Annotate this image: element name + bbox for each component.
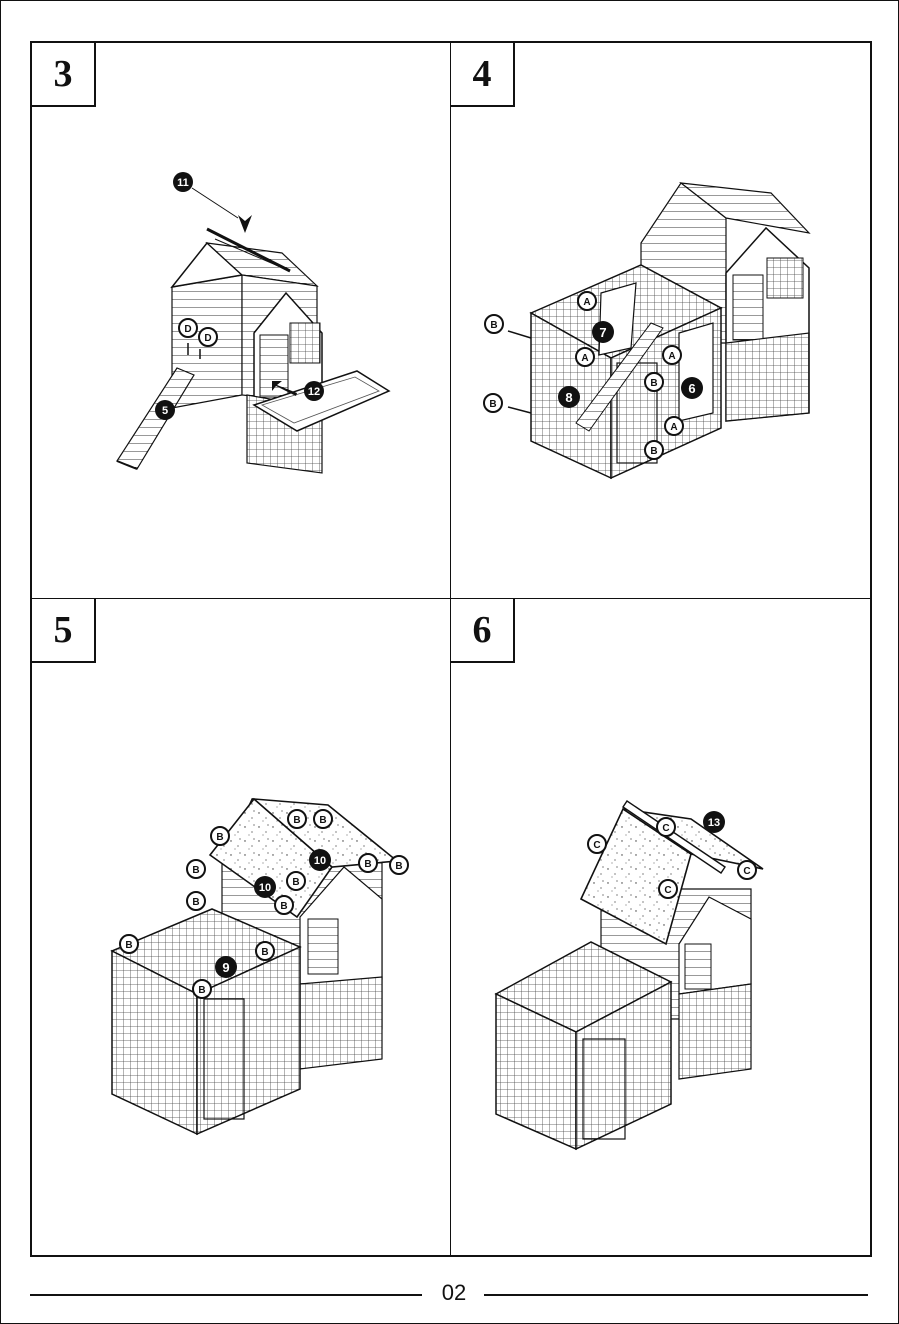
svg-text:13: 13 [708, 817, 720, 829]
svg-text:10: 10 [314, 855, 326, 867]
page-number: 02 [424, 1280, 484, 1306]
svg-text:D: D [204, 333, 211, 344]
callout-part-8: 8 [558, 386, 580, 408]
step-5-panel: 5 B B B B B B B B B B B [32, 599, 451, 1255]
callout-screw-b-11: B [256, 942, 274, 960]
callout-part-5: 5 [155, 400, 175, 420]
callout-part-12: 12 [304, 381, 324, 401]
callout-screw-b-4: B [187, 860, 205, 878]
callout-screw-b-9: B [275, 896, 293, 914]
callout-screw-b-12: B [193, 980, 211, 998]
callout-screw-d-1: D [179, 319, 197, 337]
callout-part-7: 7 [592, 321, 614, 343]
step-6-panel: 6 C C C C 13 [451, 599, 870, 1255]
footer-rule-left [30, 1294, 422, 1296]
callout-screw-b-10: B [120, 935, 138, 953]
footer-rule-right [484, 1294, 868, 1296]
callout-screw-b-6: B [390, 856, 408, 874]
svg-text:B: B [198, 985, 205, 996]
svg-text:B: B [292, 877, 299, 888]
callout-screw-b-2: B [484, 394, 502, 412]
callout-part-6: 6 [681, 377, 703, 399]
svg-text:A: A [670, 422, 677, 433]
callout-screw-b-7: B [287, 872, 305, 890]
step-4-illustration: A A A A B B B B 7 8 6 [451, 43, 870, 599]
step-6-illustration: C C C C 13 [451, 599, 870, 1255]
svg-text:B: B [280, 901, 287, 912]
callout-screw-b-3: B [314, 810, 332, 828]
callout-screw-b-8: B [187, 892, 205, 910]
svg-text:B: B [192, 897, 199, 908]
svg-text:B: B [650, 446, 657, 457]
svg-text:B: B [489, 399, 496, 410]
callout-screw-b-1: B [485, 315, 503, 333]
svg-text:B: B [490, 320, 497, 331]
callout-screw-c-1: C [588, 835, 606, 853]
svg-text:A: A [583, 297, 590, 308]
callout-screw-d-2: D [199, 328, 217, 346]
svg-text:C: C [662, 823, 669, 834]
callout-part-9: 9 [215, 956, 237, 978]
callout-screw-c-4: C [659, 880, 677, 898]
step-4-panel: 4 A A A A B [451, 43, 870, 599]
callout-part-11: 11 [173, 172, 193, 192]
svg-text:6: 6 [688, 381, 695, 396]
svg-text:B: B [395, 861, 402, 872]
svg-text:B: B [125, 940, 132, 951]
step-3-panel: 3 [32, 43, 451, 599]
svg-text:D: D [184, 324, 191, 335]
callout-part-13: 13 [703, 811, 725, 833]
svg-text:B: B [216, 832, 223, 843]
svg-text:8: 8 [565, 390, 572, 405]
svg-text:5: 5 [162, 405, 168, 417]
callout-screw-b-3: B [645, 373, 663, 391]
callout-screw-c-2: C [657, 818, 675, 836]
svg-text:C: C [664, 885, 671, 896]
svg-text:B: B [192, 865, 199, 876]
svg-text:B: B [319, 815, 326, 826]
callout-screw-a-4: A [665, 417, 683, 435]
svg-text:A: A [668, 351, 675, 362]
callout-screw-a-1: A [578, 292, 596, 310]
callout-screw-b-5: B [359, 854, 377, 872]
svg-text:B: B [293, 815, 300, 826]
callout-screw-b-2: B [288, 810, 306, 828]
svg-text:B: B [364, 859, 371, 870]
svg-text:A: A [581, 353, 588, 364]
svg-text:7: 7 [599, 325, 606, 340]
svg-text:12: 12 [308, 386, 320, 398]
callout-screw-a-3: A [663, 346, 681, 364]
svg-text:9: 9 [222, 960, 229, 975]
callout-part-10-a: 10 [309, 849, 331, 871]
step-5-illustration: B B B B B B B B B B B B 10 10 9 [32, 599, 451, 1255]
callout-screw-b-4: B [645, 441, 663, 459]
svg-text:C: C [593, 840, 600, 851]
svg-text:B: B [650, 378, 657, 389]
instruction-grid: 3 [30, 41, 872, 1257]
callout-screw-a-2: A [576, 348, 594, 366]
callout-screw-c-3: C [738, 861, 756, 879]
svg-text:11: 11 [177, 177, 189, 189]
svg-text:C: C [743, 866, 750, 877]
step-3-illustration: 11 5 12 D D [32, 43, 451, 599]
callout-part-10-b: 10 [254, 876, 276, 898]
svg-text:10: 10 [259, 882, 271, 894]
callout-screw-b-1: B [211, 827, 229, 845]
svg-text:B: B [261, 947, 268, 958]
